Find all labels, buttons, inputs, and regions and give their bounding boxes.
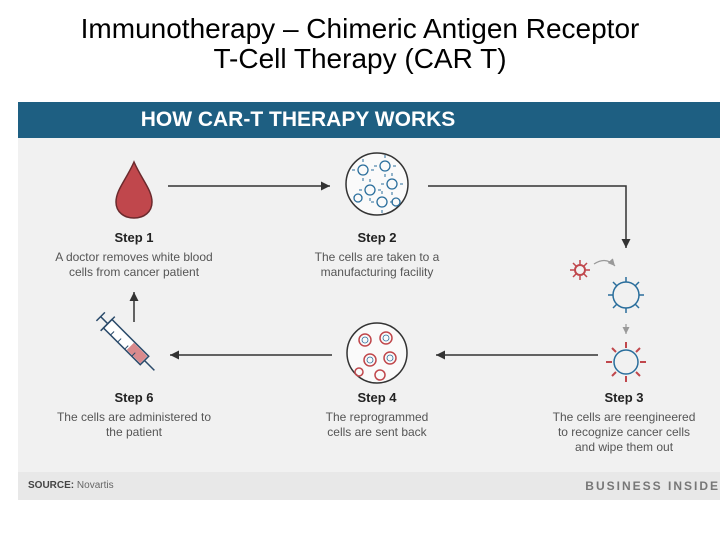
step-4-desc-line-1: The reprogrammed bbox=[325, 410, 429, 424]
step-2-desc-line-2: manufacturing facility bbox=[320, 265, 434, 279]
engineered-t-cell-icon bbox=[606, 342, 646, 382]
source-label: SOURCE: bbox=[28, 480, 75, 491]
step-6-desc-line-1: The cells are administered to bbox=[56, 410, 212, 424]
gray-curved-arrow bbox=[593, 258, 616, 267]
step-6-description: The cells are administered to the patien… bbox=[36, 410, 232, 440]
source-credit: SOURCE: Novartis bbox=[28, 480, 114, 491]
step-6-title: Step 6 bbox=[114, 390, 154, 405]
step-3-desc-line-1: The cells are reengineered bbox=[552, 410, 696, 424]
step-2-title: Step 2 bbox=[357, 230, 397, 245]
step-1-title: Step 1 bbox=[114, 230, 154, 245]
cancer-cell-icon bbox=[570, 260, 590, 280]
source-value: Novartis bbox=[76, 480, 114, 491]
cell-cluster-icon bbox=[345, 152, 409, 216]
step-3-description: The cells are reengineered to recognize … bbox=[534, 410, 714, 455]
slide-title-line-2: T-Cell Therapy (CAR T) bbox=[213, 43, 507, 74]
banner: HOW CAR-T THERAPY WORKS bbox=[18, 102, 720, 138]
slide-title: Immunotherapy – Chimeric Antigen Recepto… bbox=[0, 14, 720, 74]
step-3-desc-line-3: and wipe them out bbox=[574, 440, 674, 454]
arrow-step2-to-step3 bbox=[428, 185, 631, 248]
reprogrammed-cell-cluster-icon bbox=[346, 322, 408, 384]
step-1-desc-line-2: cells from cancer patient bbox=[68, 265, 200, 279]
step-2-desc-line-1: The cells are taken to a bbox=[314, 250, 440, 264]
blood-drop-icon bbox=[115, 160, 153, 219]
step-1-description: A doctor removes white blood cells from … bbox=[36, 250, 232, 280]
t-cell-icon bbox=[608, 277, 644, 313]
step-3-title: Step 3 bbox=[604, 390, 644, 405]
step-4-description: The reprogrammed cells are sent back bbox=[294, 410, 460, 440]
step-3-desc-line-2: to recognize cancer cells bbox=[557, 425, 691, 439]
infographic-footer: SOURCE: Novartis BUSINESS INSIDE bbox=[18, 472, 720, 500]
diagram-graphics bbox=[95, 152, 646, 384]
syringe-icon bbox=[95, 311, 155, 371]
step-4-title: Step 4 bbox=[357, 390, 397, 405]
step-4-desc-line-2: cells are sent back bbox=[327, 425, 427, 439]
step-1-desc-line-1: A doctor removes white blood bbox=[55, 250, 213, 264]
slide-title-line-1: Immunotherapy – Chimeric Antigen Recepto… bbox=[80, 13, 640, 44]
infographic: HOW CAR-T THERAPY WORKS bbox=[18, 102, 720, 500]
brand-logo-text: BUSINESS INSIDE bbox=[585, 479, 720, 493]
step-2-description: The cells are taken to a manufacturing f… bbox=[294, 250, 460, 280]
banner-title: HOW CAR-T THERAPY WORKS bbox=[140, 108, 456, 131]
step-6-desc-line-2: the patient bbox=[105, 425, 163, 439]
